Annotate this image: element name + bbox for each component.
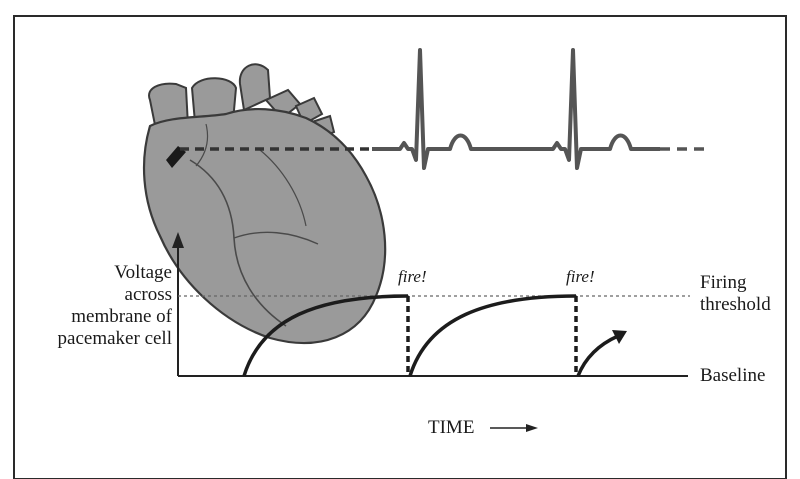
baseline-label: Baseline: [700, 365, 765, 387]
y-axis-label-line: pacemaker cell: [40, 328, 172, 350]
fire-label-2: fire!: [566, 266, 595, 288]
depolarization-curve-2: [410, 296, 576, 376]
right-arrow-icon-head: [526, 424, 538, 432]
time-label: TIME: [428, 417, 474, 439]
frame-border: [14, 16, 786, 479]
y-axis-label-line: membrane of: [40, 306, 172, 328]
threshold-label-line: threshold: [700, 294, 771, 316]
ecg-waveform: [372, 50, 660, 168]
y-axis-label-line: Voltage: [40, 262, 172, 284]
threshold-label-line: Firing: [700, 272, 771, 294]
fire-label-1: fire!: [398, 266, 427, 288]
depolarization-curve-3: [578, 336, 618, 376]
y-axis-label: Voltage across membrane of pacemaker cel…: [40, 262, 172, 350]
y-axis-label-line: across: [40, 284, 172, 306]
threshold-label: Firing threshold: [700, 272, 771, 316]
